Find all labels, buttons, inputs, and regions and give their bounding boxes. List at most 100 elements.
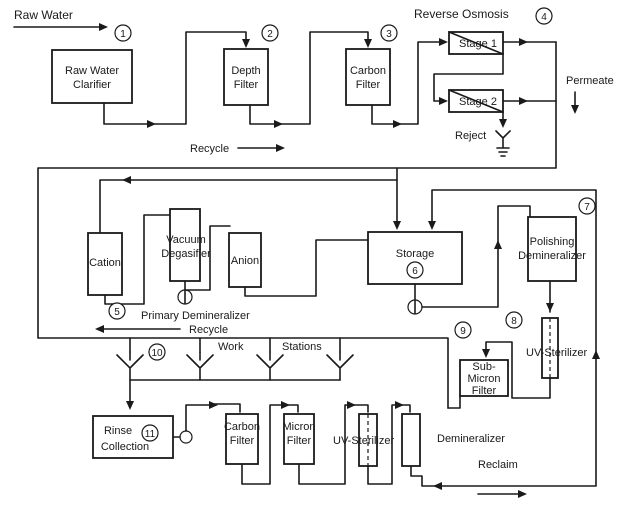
- stage-2-membrane: [448, 89, 504, 113]
- stations-label: Stations: [282, 341, 322, 353]
- depth-filter-label-1: Depth: [231, 65, 260, 77]
- carbon-filter-1-label-1: Carbon: [350, 65, 386, 77]
- rinse-pump-icon: [179, 430, 193, 444]
- clarifier-to-depth-line: [103, 31, 247, 125]
- polishing-up-arrow: [494, 240, 502, 249]
- degasifier-to-anion-line: [184, 225, 231, 291]
- micron-filter-label-1: Micron: [282, 421, 315, 433]
- station-2-funnel-icon: [186, 354, 214, 381]
- step-2-number: 2: [267, 29, 273, 40]
- micron-filter-label-2: Filter: [287, 435, 312, 447]
- carbon-2-to-micron-line: [241, 404, 299, 485]
- stage-1-membrane: [448, 31, 504, 55]
- raw-water-label: Raw Water: [14, 8, 73, 22]
- stage-2-permeate-arrow: [519, 97, 528, 105]
- cation-to-degasifier-line: [104, 214, 179, 305]
- stage-1-concentrate-line: [433, 53, 504, 102]
- rinse-collection-label-1: Rinse: [104, 425, 132, 437]
- step-2-circle: [261, 24, 279, 42]
- step-10-number: 10: [151, 348, 163, 359]
- step-3-number: 3: [386, 29, 392, 40]
- depth-filter-label-2: Filter: [234, 79, 259, 91]
- cation-label: Cation: [89, 257, 121, 269]
- depth-to-carbon-line: [249, 31, 369, 125]
- stage-2-label: Stage 2: [459, 96, 497, 108]
- stage-1-permeate-arrow: [519, 38, 528, 46]
- anion-to-storage-line: [244, 239, 369, 297]
- recycle-mid-label: Recycle: [189, 324, 228, 336]
- micron-to-uv2-line: [298, 404, 369, 485]
- reject-arrow: [499, 119, 507, 128]
- recycle-top-label: Recycle: [190, 143, 229, 155]
- stage-1-in-arrow: [439, 38, 448, 46]
- permeate-label: Permeate: [566, 75, 614, 87]
- vacuum-degasifier-label-1: Vacuum: [166, 234, 206, 246]
- step-11-number: 11: [145, 429, 156, 440]
- demin-flow-arrow: [395, 401, 404, 409]
- reclaim-return-line: [410, 189, 597, 487]
- uv-sterilizer-1-label: UV-Sterilizer: [526, 347, 587, 359]
- vacuum-degasifier-box: [169, 208, 201, 282]
- demineralizer-label: Demineralizer: [437, 433, 505, 445]
- carbon-2-flow-arrow: [209, 401, 218, 409]
- uv2-to-demin-line: [367, 404, 411, 485]
- step-3-circle: [380, 24, 398, 42]
- micron-flow-arrow: [281, 401, 290, 409]
- submicron-out-line: [447, 395, 461, 409]
- raw-water-clarifier-box: [51, 49, 133, 104]
- cation-box: [87, 232, 123, 296]
- raw-water-clarifier-label-2: Clarifier: [73, 79, 111, 91]
- stations-collector-line: [129, 379, 341, 405]
- step-4-number: 4: [541, 12, 547, 23]
- anion-label: Anion: [231, 255, 259, 267]
- permeate-indicator-arrow: [571, 105, 579, 114]
- vacuum-degasifier-label-2: Degasifier: [161, 248, 211, 260]
- raw-water-clarifier-label-1: Raw Water: [65, 65, 119, 77]
- reclaim-up-arrow: [592, 350, 600, 359]
- carbon-filter-1-box: [345, 48, 391, 106]
- rinse-collection-in-arrow: [126, 401, 134, 410]
- depth-filter-in-arrow: [242, 39, 250, 48]
- step-9-number: 9: [460, 326, 466, 337]
- permeate-header-line: [37, 41, 557, 409]
- recycle-mid-arrow: [95, 325, 104, 333]
- step-8-number: 8: [511, 316, 517, 327]
- carbon-filter-2-label-2: Filter: [230, 435, 255, 447]
- polishing-demineralizer-label-2: Demineralizer: [518, 250, 586, 262]
- uv-to-submicron-line: [485, 341, 551, 399]
- storage-to-polishing-line: [421, 205, 531, 308]
- raw-water-arrow: [99, 23, 108, 31]
- carbon-flow-arrow: [393, 120, 402, 128]
- recycle-top-arrow: [276, 144, 285, 152]
- primary-demineralizer-label: Primary Demineralizer: [141, 310, 250, 322]
- storage-in-arrow: [393, 221, 401, 230]
- rinse-collection-box: [92, 415, 174, 459]
- step-7-number: 7: [584, 202, 590, 213]
- carbon-filter-2-label-1: Carbon: [224, 421, 260, 433]
- uv-sterilizer-2-label: UV-Sterilizer: [333, 435, 394, 447]
- work-label: Work: [218, 341, 244, 353]
- station-4-funnel-icon: [326, 354, 354, 381]
- recycle-to-cation-line: [99, 179, 398, 233]
- station-3-funnel-icon: [256, 354, 284, 381]
- carbon-filter-2-box: [225, 413, 259, 465]
- rinse-collection-label-2: Collection: [101, 441, 149, 453]
- step-5-number: 5: [114, 307, 120, 318]
- step-7-circle: [578, 197, 596, 215]
- polishing-demineralizer-label-1: Polishing: [530, 236, 575, 248]
- step-6-circle: [406, 261, 424, 279]
- uv2-flow-arrow: [347, 401, 356, 409]
- stations-feed-line: [129, 337, 341, 353]
- step-10-circle: [148, 343, 166, 361]
- step-9-circle: [454, 321, 472, 339]
- step-1-circle: [114, 24, 132, 42]
- reclaim-indicator-arrow: [518, 490, 527, 498]
- clarifier-flow-arrow: [147, 120, 156, 128]
- storage-return-arrow: [428, 221, 436, 230]
- step-4-circle: [535, 7, 553, 25]
- sub-micron-filter-label-1: Sub-: [472, 361, 496, 373]
- polishing-demineralizer-box: [527, 216, 577, 282]
- station-1-funnel-icon: [116, 354, 144, 381]
- work-stations-header-line: [129, 351, 341, 361]
